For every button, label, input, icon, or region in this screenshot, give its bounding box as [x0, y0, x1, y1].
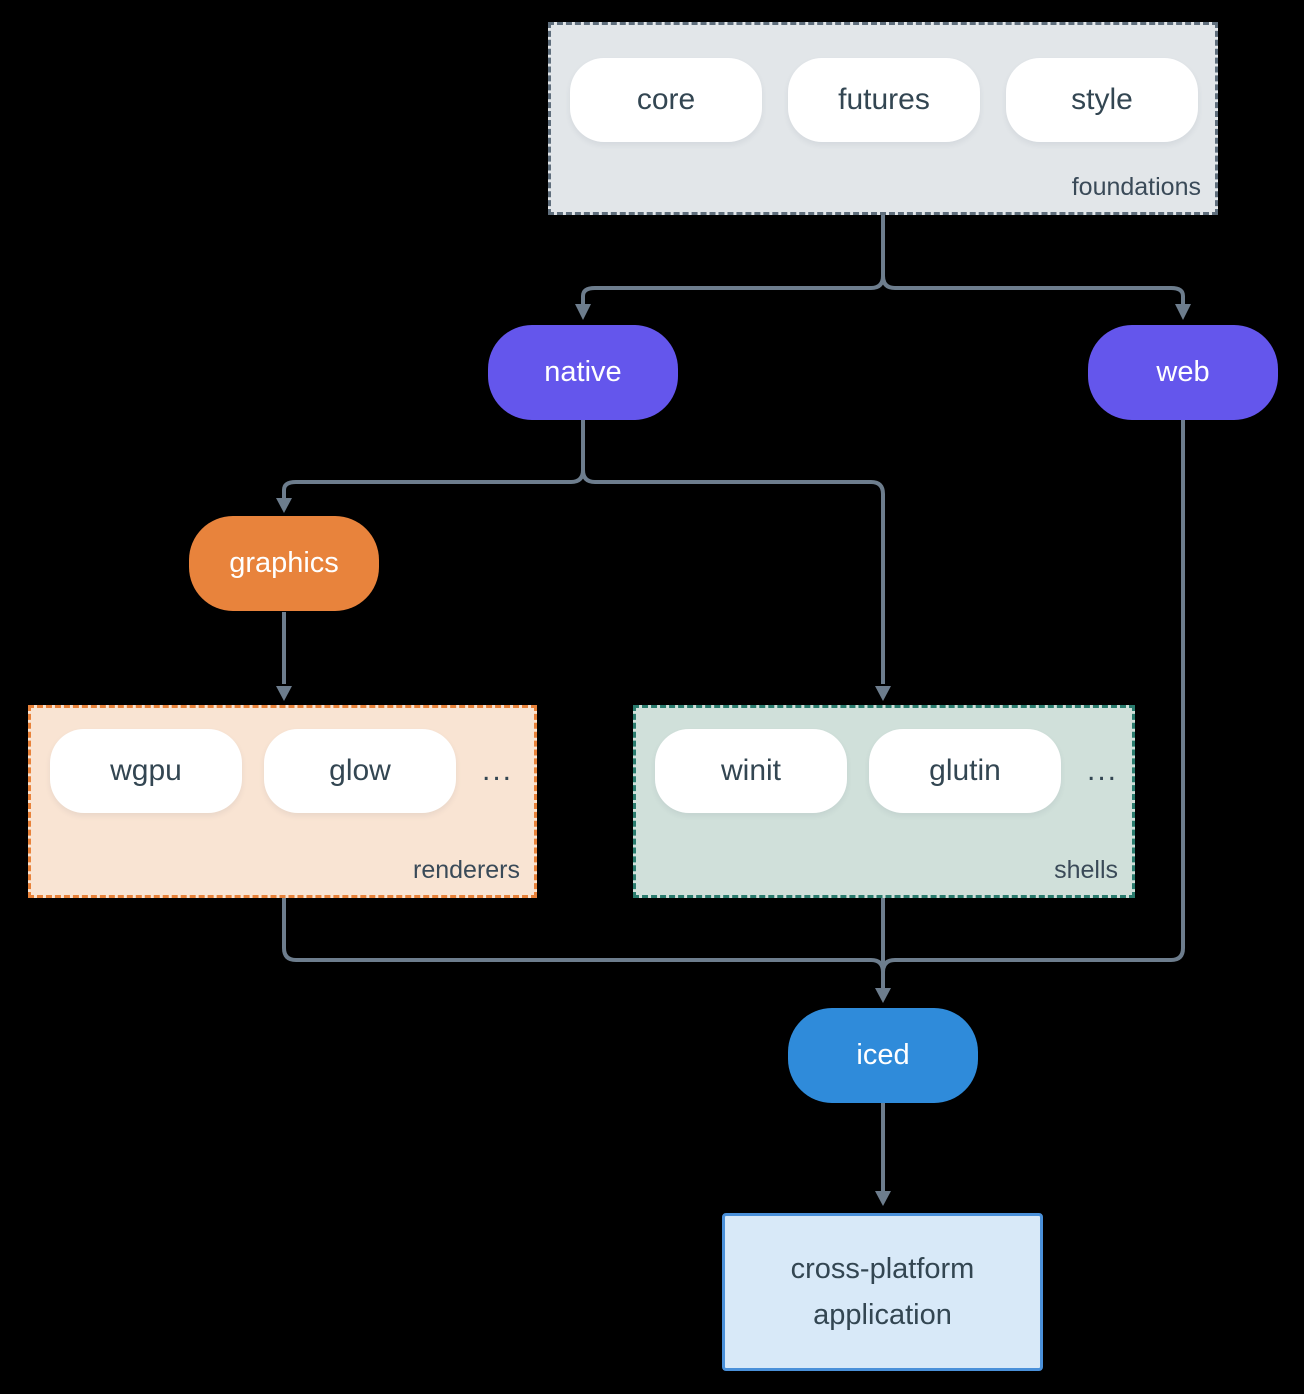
- node-core: core: [570, 58, 762, 142]
- node-winit: winit: [655, 729, 847, 813]
- arrowhead-renderers: [276, 686, 292, 701]
- renderers-ellipsis: ...: [482, 754, 514, 787]
- arrowhead-native: [575, 304, 591, 320]
- node-futures: futures: [788, 58, 980, 142]
- edge-native-graphics: [282, 420, 585, 498]
- node-graphics: graphics: [189, 516, 379, 611]
- group-foundations-label: foundations: [1071, 173, 1201, 201]
- arrowhead-application: [875, 1191, 891, 1206]
- edge-foundations-native: [581, 215, 885, 304]
- arrowhead-shells: [875, 686, 891, 701]
- application-label-line2: application: [813, 1299, 952, 1331]
- node-glow: glow: [264, 729, 456, 813]
- edge-renderers-iced: [282, 898, 885, 973]
- group-renderers-label: renderers: [413, 856, 520, 884]
- arrowhead-web: [1175, 304, 1191, 320]
- arrowhead-iced: [875, 988, 891, 1003]
- node-iced: iced: [788, 1008, 978, 1103]
- shells-ellipsis: ...: [1087, 754, 1119, 787]
- group-shells-label: shells: [1054, 856, 1118, 884]
- node-style: style: [1006, 58, 1198, 142]
- application-label-line1: cross-platform: [790, 1253, 975, 1285]
- group-shells: winit glutin ... shells: [633, 705, 1135, 898]
- edge-native-shells: [581, 469, 885, 684]
- edge-foundations-web: [881, 275, 1185, 304]
- node-web: web: [1088, 325, 1278, 420]
- node-cross-platform-application: cross-platform application: [722, 1213, 1043, 1371]
- arrowhead-graphics: [276, 498, 292, 513]
- group-foundations: core futures style foundations: [548, 22, 1218, 215]
- node-native: native: [488, 325, 678, 420]
- node-wgpu: wgpu: [50, 729, 242, 813]
- group-renderers: wgpu glow ... renderers: [28, 705, 537, 898]
- node-glutin: glutin: [869, 729, 1061, 813]
